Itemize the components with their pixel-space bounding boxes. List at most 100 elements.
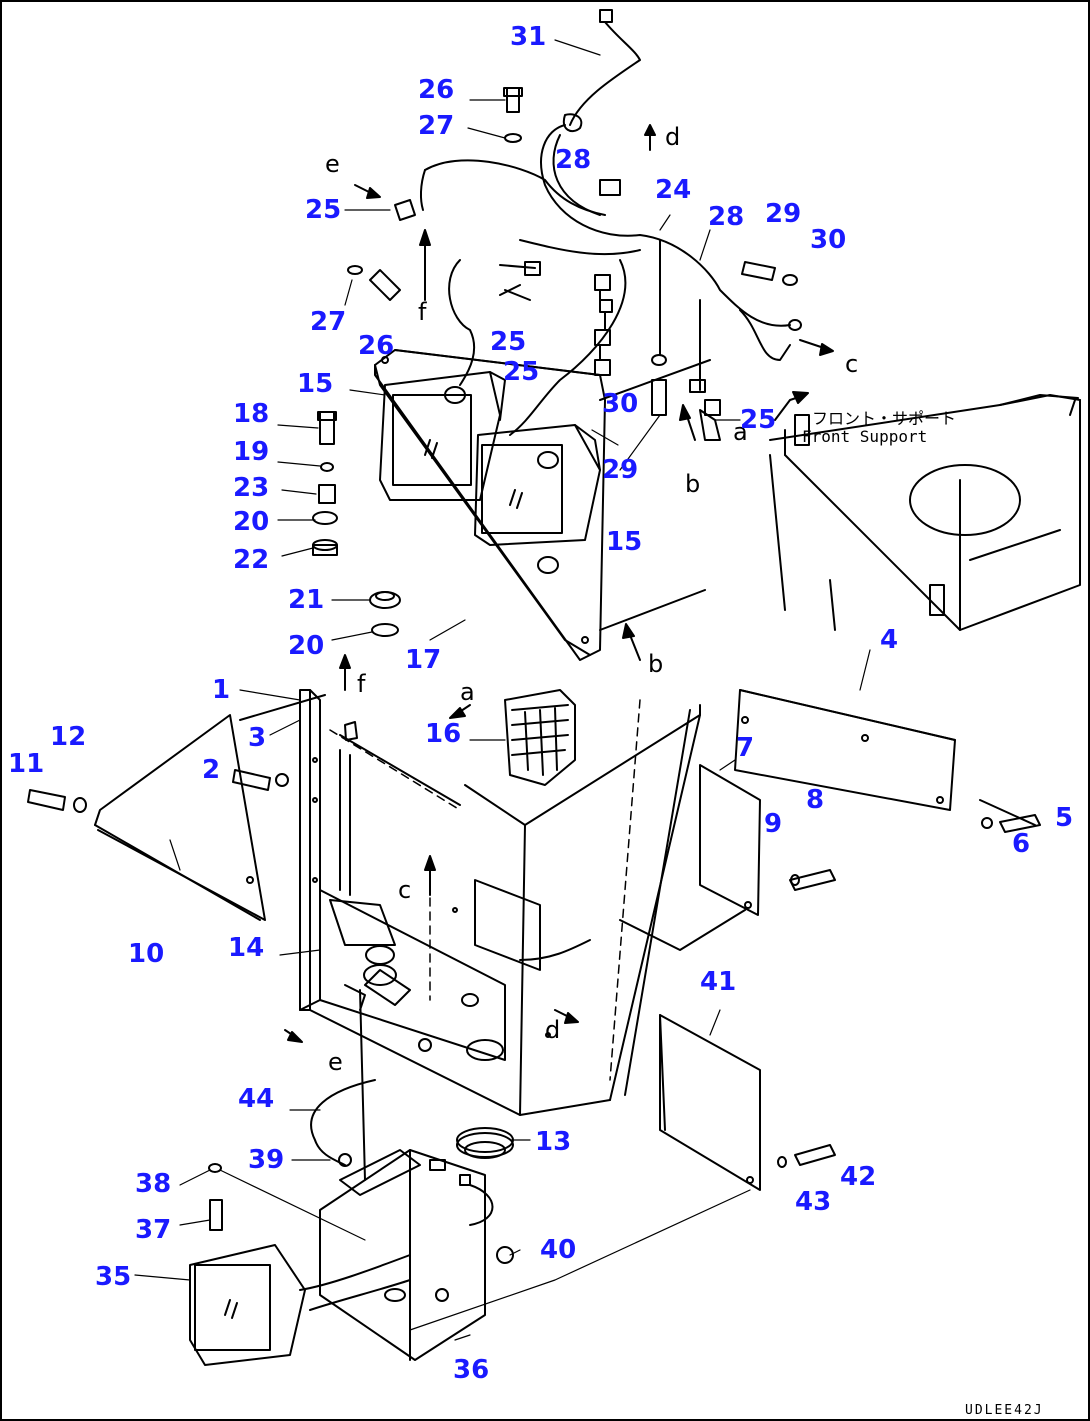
callout-29[interactable]: 29 <box>602 455 638 485</box>
callout-30[interactable]: 30 <box>810 225 846 255</box>
front-support-label-japanese: フロント・サポート <box>812 409 956 428</box>
callout-25[interactable]: 25 <box>740 405 776 435</box>
work-lamp-15-left <box>379 371 506 501</box>
clip-25-right <box>699 409 721 441</box>
bolt-11-and-washer-12 <box>27 789 87 813</box>
callout-26[interactable]: 26 <box>418 75 454 105</box>
mount-16 <box>504 689 576 786</box>
callout-24[interactable]: 24 <box>655 175 691 205</box>
callout-6[interactable]: 6 <box>1012 829 1030 859</box>
callout-42[interactable]: 42 <box>840 1162 876 1192</box>
callout-21[interactable]: 21 <box>288 585 324 615</box>
callout-25[interactable]: 25 <box>503 357 539 387</box>
bolt-29-center <box>651 239 667 416</box>
callout-39[interactable]: 39 <box>248 1145 284 1175</box>
callout-18[interactable]: 18 <box>233 399 269 429</box>
reference-letter-f: f <box>418 298 427 326</box>
callout-17[interactable]: 17 <box>405 645 441 675</box>
callout-30[interactable]: 30 <box>602 389 638 419</box>
callout-7[interactable]: 7 <box>736 733 754 763</box>
bolt-2-and-washer-3 <box>232 694 326 791</box>
callout-1[interactable]: 1 <box>212 675 230 705</box>
clip-25-upper-left <box>394 199 416 221</box>
harness-44 <box>310 1079 376 1166</box>
callout-11[interactable]: 11 <box>8 749 44 779</box>
callout-9[interactable]: 9 <box>764 809 782 839</box>
callout-3[interactable]: 3 <box>248 723 266 753</box>
reference-letter-e: e <box>328 1048 343 1076</box>
callout-37[interactable]: 37 <box>135 1215 171 1245</box>
callout-15[interactable]: 15 <box>297 369 333 399</box>
harness-44-run <box>359 989 366 1181</box>
cover-plate-4 <box>734 689 1041 833</box>
callout-22[interactable]: 22 <box>233 545 269 575</box>
callout-29[interactable]: 29 <box>765 199 801 229</box>
callout-19[interactable]: 19 <box>233 437 269 467</box>
bolt-stack-18-23 <box>312 411 401 637</box>
callout-44[interactable]: 44 <box>238 1084 274 1114</box>
callout-10[interactable]: 10 <box>128 939 164 969</box>
callout-13[interactable]: 13 <box>535 1127 571 1157</box>
reference-letter-c: c <box>845 350 858 378</box>
wire-harness-24 <box>419 9 791 436</box>
callout-2[interactable]: 2 <box>202 755 220 785</box>
bolt-26-top <box>503 87 523 143</box>
callout-38[interactable]: 38 <box>135 1169 171 1199</box>
bolt-37-washer-38 <box>208 1163 223 1231</box>
callout-27[interactable]: 27 <box>310 307 346 337</box>
callout-31[interactable]: 31 <box>510 22 546 52</box>
cover-plate-41 <box>659 1014 836 1191</box>
reference-letter-b: b <box>648 650 663 678</box>
reference-letter-e: e <box>325 150 340 178</box>
callout-25[interactable]: 25 <box>490 327 526 357</box>
callout-25[interactable]: 25 <box>305 195 341 225</box>
callout-28[interactable]: 28 <box>708 202 744 232</box>
callout-16[interactable]: 16 <box>425 719 461 749</box>
callout-20[interactable]: 20 <box>233 507 269 537</box>
callout-5[interactable]: 5 <box>1055 803 1073 833</box>
reference-letter-a: a <box>460 678 475 706</box>
callout-43[interactable]: 43 <box>795 1187 831 1217</box>
reference-letter-f: f <box>357 670 366 698</box>
lamp-bracket-36 <box>319 1149 514 1361</box>
callout-23[interactable]: 23 <box>233 473 269 503</box>
direction-arrows <box>284 124 834 1043</box>
callout-15[interactable]: 15 <box>606 527 642 557</box>
front-support-frame <box>769 394 1081 631</box>
drawing-id: UDLEE42J <box>965 1403 1044 1418</box>
switch-plate-14 <box>319 721 506 1061</box>
front-support-label-english: Front Support <box>802 427 927 446</box>
front-support-label: フロント・サポート Front Support <box>802 409 956 446</box>
callout-40[interactable]: 40 <box>540 1235 576 1265</box>
linework <box>27 9 1081 1366</box>
callout-8[interactable]: 8 <box>806 785 824 815</box>
reference-letter-c: c <box>398 876 411 904</box>
callout-14[interactable]: 14 <box>228 933 264 963</box>
part-callouts: 1 2 3 4 5 6 7 8 9 10 11 12 13 14 15 15 1… <box>8 22 1073 1385</box>
callout-4[interactable]: 4 <box>880 625 898 655</box>
callout-26[interactable]: 26 <box>358 331 394 361</box>
main-cover-body <box>299 689 701 1116</box>
grommet-13 <box>456 1127 514 1159</box>
reference-letters: d e f c b a b f a c e d <box>325 123 858 1076</box>
work-lamp-35 <box>189 1244 411 1366</box>
side-cover-10 <box>94 714 266 921</box>
work-lamp-15-right <box>474 424 601 546</box>
callout-20[interactable]: 20 <box>288 631 324 661</box>
leader-lines <box>134 39 871 1341</box>
reference-letter-d: d <box>665 123 680 151</box>
callout-35[interactable]: 35 <box>95 1262 131 1292</box>
reference-letter-d: d <box>545 1016 560 1044</box>
callout-41[interactable]: 41 <box>700 967 736 997</box>
bolt-29-right <box>741 261 802 331</box>
callout-28[interactable]: 28 <box>555 145 591 175</box>
callout-12[interactable]: 12 <box>50 722 86 752</box>
callout-27[interactable]: 27 <box>418 111 454 141</box>
lamp-bracket-17 <box>374 349 711 661</box>
reference-letter-b: b <box>685 470 700 498</box>
callout-36[interactable]: 36 <box>453 1355 489 1385</box>
reference-letter-a: a <box>733 418 748 446</box>
